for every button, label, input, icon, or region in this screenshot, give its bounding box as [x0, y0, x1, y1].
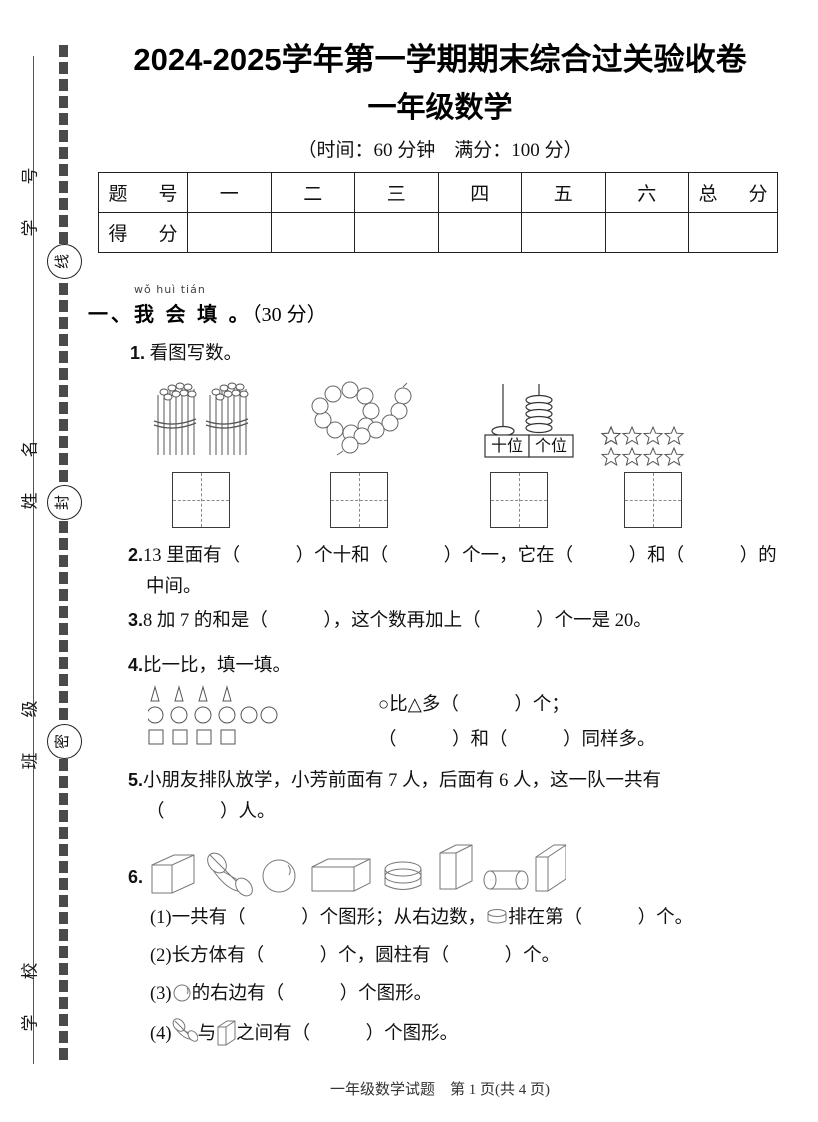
cube-shape — [151, 854, 195, 894]
question-4-line-1: ○比△多（ ）个； — [378, 695, 570, 715]
question-6-sub-1: (1)一共有（ ）个图形；从右边数， 排在第（ ）个。 — [150, 903, 693, 933]
margin-label-name: 姓 名 — [20, 431, 40, 510]
question-5-line-2: （ ）人。 — [146, 802, 276, 822]
score-table-col-4: 四 — [437, 172, 522, 213]
cylinder-tilted-shape — [207, 852, 253, 897]
section-number: 一、 — [88, 304, 134, 326]
question-6-sub-3-label: (3) — [150, 984, 172, 1004]
table-row: 得 分 — [98, 212, 778, 253]
question-1-body: 看图写数。 — [149, 344, 243, 364]
cuboid-shape — [311, 858, 371, 892]
question-3-number: 3. — [128, 610, 144, 630]
cylinder-horizontal-shape — [483, 870, 529, 890]
score-table-row-header-number: 题 号 — [98, 172, 188, 213]
page-footer: 一年级数学试题 第 1 页(共 4 页) — [330, 1082, 550, 1098]
question-4-body: 比一比，填一填。 — [143, 656, 292, 676]
question-2-line-2: 中间。 — [146, 577, 202, 597]
seal-char-xian: 线 — [47, 244, 82, 279]
place-value-tens-label: 十位 — [491, 437, 523, 455]
question-5-line-1: 5.小朋友排队放学，小芳前面有 7 人，后面有 6 人，这一队一共有 — [128, 765, 661, 796]
margin-label-class: 班 级 — [20, 691, 40, 770]
section-points: （30 分） — [251, 304, 327, 326]
margin-label-school: 学 校 — [20, 953, 40, 1032]
score-cell-3[interactable] — [354, 212, 439, 253]
question-1-text: 1. 看图写数。 — [130, 338, 242, 369]
score-cell-1[interactable] — [187, 212, 272, 253]
question-2-body: 13 里面有（ ）个十和（ ）个一，它在（ ）和（ ）的 — [143, 546, 777, 566]
margin-label-student-id: 学 号 — [20, 158, 40, 237]
section-pinyin: wǒ huì tián — [134, 283, 206, 296]
question-6-sub-3-post: 的右边有（ ）个图形。 — [191, 984, 433, 1004]
answer-box-3[interactable] — [490, 472, 548, 528]
question-6-sub-4-mid: 与 — [197, 1024, 217, 1044]
score-table-row-header-score: 得 分 — [98, 212, 188, 253]
question-3-line-1: 3.8 加 7 的和是（ ），这个数再加上（ ）个一是 20。 — [128, 605, 652, 636]
solid-shapes-row — [151, 844, 566, 897]
margin-rule-line — [33, 56, 34, 1064]
question-4-line-2: （ ）和（ ）同样多。 — [378, 730, 656, 750]
score-table: 题 号 一 二 三 四 五 六 总 分 得 分 — [98, 172, 778, 253]
question-6-sub-4-post: 之间有（ ）个图形。 — [236, 1024, 459, 1044]
question-6-sub-2: (2)长方体有（ ）个，圆柱有（ ）个。 — [150, 941, 560, 971]
cylinder-tilted-icon — [172, 1018, 199, 1042]
question-6-sub-4-label: (4) — [150, 1024, 172, 1044]
score-table-col-5: 五 — [521, 172, 606, 213]
question-6-sub-4: (4) 与之间有（ ）个图形。 — [150, 1018, 458, 1049]
score-table-col-1: 一 — [187, 172, 272, 213]
question-6-sub-1-pre: 一共有（ ）个图形；从右边数， — [171, 908, 487, 928]
question-6-number: 6. — [128, 867, 144, 887]
table-row: 题 号 一 二 三 四 五 六 总 分 — [98, 172, 778, 213]
compare-shapes-figure — [148, 685, 278, 745]
answer-box-1[interactable] — [172, 472, 230, 528]
question-2-number: 2. — [128, 545, 144, 565]
stick-bundles-figure — [153, 382, 249, 455]
seal-dashed-line — [59, 40, 68, 1065]
score-cell-total[interactable] — [688, 212, 778, 253]
score-cell-5[interactable] — [521, 212, 606, 253]
question-1-number: 1. — [130, 343, 146, 363]
cylinder-short-shape — [384, 861, 422, 890]
question-5-number: 5. — [128, 770, 144, 790]
cylinder-icon — [487, 909, 507, 924]
cube-large-shape — [535, 844, 566, 892]
bead-string-figure — [311, 381, 412, 456]
prism-tall-icon — [217, 1020, 236, 1046]
score-cell-2[interactable] — [270, 212, 355, 253]
section-title: 我 会 填 。 — [134, 304, 252, 326]
star-group-figure — [601, 425, 684, 466]
prism-tall-shape — [439, 844, 473, 890]
score-table-col-6: 六 — [604, 172, 689, 213]
seal-char-feng: 封 — [47, 485, 82, 520]
question-2-line-1: 2.13 里面有（ ）个十和（ ）个一，它在（ ）和（ ）的 — [128, 540, 777, 571]
question-6-number-wrap: 6. — [128, 862, 143, 893]
sphere-icon — [173, 984, 191, 1002]
place-value-board-figure: 十位 个位 — [484, 384, 574, 458]
score-cell-6[interactable] — [604, 212, 689, 253]
seal-char-mi: 密 — [47, 724, 82, 759]
question-4-text: 4.比一比，填一填。 — [128, 650, 291, 681]
score-table-col-3: 三 — [354, 172, 439, 213]
exam-meta: （时间：60 分钟 满分：100 分） — [297, 140, 583, 161]
question-6-sub-3: (3) 的右边有（ ）个图形。 — [150, 979, 432, 1009]
question-3-body: 8 加 7 的和是（ ），这个数再加上（ ）个一是 20。 — [143, 611, 652, 631]
score-cell-4[interactable] — [437, 212, 522, 253]
question-5-body: 小朋友排队放学，小芳前面有 7 人，后面有 6 人，这一队一共有 — [143, 771, 662, 791]
question-4-number: 4. — [128, 655, 144, 675]
answer-box-4[interactable] — [624, 472, 682, 528]
page-title: 2024-2025学年第一学期期末综合过关验收卷 — [133, 42, 747, 77]
section-heading: 一、我 会 填 。（30 分） — [88, 298, 327, 327]
answer-box-2[interactable] — [330, 472, 388, 528]
page-subtitle: 一年级数学 — [367, 92, 513, 124]
question-6-sub-1-label: (1) — [150, 908, 172, 928]
sphere-shape — [262, 859, 296, 893]
place-value-ones-label: 个位 — [535, 437, 567, 455]
score-table-col-total: 总 分 — [688, 172, 778, 213]
score-table-col-2: 二 — [270, 172, 355, 213]
question-6-sub-1-post: 排在第（ ）个。 — [508, 908, 694, 928]
question-6-sub-2-label: (2) — [150, 946, 172, 966]
question-6-sub-2-pre: 长方体有（ ）个，圆柱有（ ）个。 — [171, 946, 561, 966]
